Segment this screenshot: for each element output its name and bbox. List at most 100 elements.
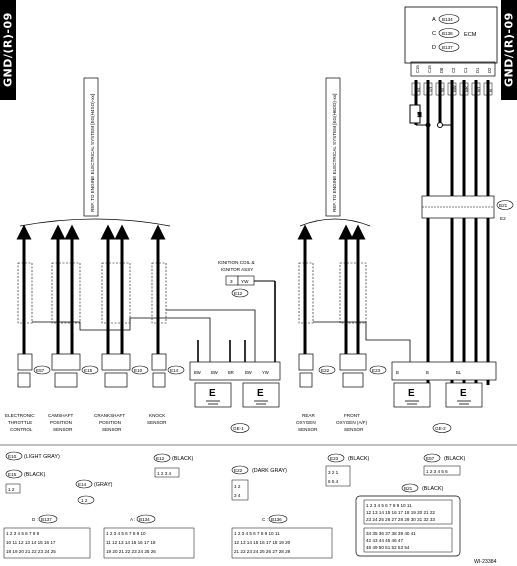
sensor-e22-line3: SENSOR (298, 427, 318, 432)
sensor-e14-line1: KNOCK (149, 413, 166, 418)
svg-text:19 20 21 22 23 24 25 26: 19 20 21 22 23 24 25 26 (106, 549, 156, 554)
ground-wire-label: B (396, 370, 399, 375)
ground-wire-label: YW (262, 370, 269, 375)
svg-text:1 2 3 4 5 6 7 8 9 10: 1 2 3 4 5 6 7 8 9 10 (106, 531, 146, 536)
sensor-names: ELECTRONIC THROTTLE CONTROL CAMSHAFT POS… (5, 413, 368, 432)
svg-text:42 43 44 45 46 47: 42 43 44 45 46 47 (366, 538, 403, 543)
legend-b21-id: B21 (404, 486, 413, 491)
sensor-e15-line3: SENSOR (53, 427, 73, 432)
svg-text:3 2 1: 3 2 1 (328, 470, 339, 475)
legend-e23-id: E23 (330, 456, 339, 461)
ecm-row-c-conn: B136 (442, 31, 453, 36)
svg-text:3 4: 3 4 (234, 493, 241, 498)
ecm-wire-color: B (488, 89, 493, 92)
sensor-e10-line2: POSITION (99, 420, 121, 425)
svg-text:34 35 36 37 38 39 40 41: 34 35 36 37 38 39 40 41 (366, 531, 416, 536)
ground-wire-label: B (426, 370, 429, 375)
ecm-row-d-conn: B137 (442, 45, 453, 50)
sensor-e22-id: E22 (321, 368, 330, 373)
left-sensor-wires (16, 224, 366, 356)
svg-text:1 2: 1 2 (8, 487, 15, 492)
ecm-row-d-letter: D (432, 45, 436, 51)
ignition-coil-block: IGNITION COIL & IGNITOR ASSY 3 YW E12 (218, 260, 276, 365)
svg-text:E: E (209, 388, 216, 399)
sensor-e10-id: E10 (134, 368, 143, 373)
svg-text:MI: MI (417, 112, 422, 117)
b21-label: B21 (499, 203, 508, 208)
legend-a-id: B134 (139, 517, 150, 522)
legend-e14-id: E14 (78, 482, 87, 487)
svg-text:18 19 20 21 22 23 24 25: 18 19 20 21 22 23 24 25 (6, 549, 56, 554)
ecm-title: ECM (464, 32, 477, 38)
legend-d-letter: D : (32, 517, 38, 522)
sensor-e10-line3: SENSOR (102, 427, 122, 432)
ecm-row-a-conn: B134 (442, 17, 453, 22)
sensor-e57-line3: CONTROL (10, 427, 33, 432)
connector-legend: E10 (LIGHT GRAY) E15 (BLACK) 1 2 E14 (GR… (3, 451, 497, 565)
ignition-label-2: IGNITOR ASSY (221, 267, 253, 272)
ref-box-right: REF. TO ENGINE ELECTRICAL SYSTEM [EG(H6D… (325, 77, 341, 217)
svg-text:1 2 3 4 5 6 7 8 9: 1 2 3 4 5 6 7 8 9 (6, 531, 40, 536)
ecm-pin-c2: C2 (451, 67, 456, 73)
ecm-pin-d2: D2 (487, 67, 492, 73)
ecm-row-c-letter: C (432, 31, 436, 37)
ground-wire-label: BW (211, 370, 218, 375)
ecm-wire-color: BY (476, 86, 481, 92)
ecm-wire-color: BW (452, 85, 457, 92)
svg-text:10 11 12 13 14 15 16 17: 10 11 12 13 14 15 16 17 (6, 540, 56, 545)
ge1-wires (197, 340, 246, 365)
sensor-e23-id: E23 (372, 368, 381, 373)
svg-text:1 2 3 4 5 6 7 8 9 10 11: 1 2 3 4 5 6 7 8 9 10 11 (234, 531, 280, 536)
ecm-aux-wires: MI (409, 104, 452, 128)
sensor-e57-line2: THROTTLE (8, 420, 32, 425)
legend-e15-id: E15 (8, 472, 17, 477)
sensor-e57-line1: ELECTRONIC (5, 413, 35, 418)
figure-id: WI-23384 (474, 559, 497, 565)
ref-box-left-text: REF. TO ENGINE ELECTRICAL SYSTEM [EG(H4S… (90, 94, 95, 212)
ecm-row-a-letter: A (432, 17, 436, 23)
legend-e57-color: (BLACK) (444, 456, 465, 462)
ecm-wire-color: BL (416, 86, 421, 92)
bracket-right (299, 218, 371, 227)
ground-wire-label: BR (228, 370, 234, 375)
ref-box-right-text: REF. TO ENGINE ELECTRICAL SYSTEM [EG(H6D… (332, 94, 337, 212)
sensor-e23-line2: OXYGEN (A/F) (336, 420, 368, 425)
ground-wire-label: BL (456, 370, 462, 375)
ecm-pin-c1: C1 (463, 67, 468, 73)
ignition-label-1: IGNITION COIL & (218, 260, 255, 265)
sensor-e14-line2: SENSOR (147, 420, 167, 425)
sensor-e15-id: E15 (84, 368, 93, 373)
ecm-wire-color: BR (464, 86, 469, 92)
ignition-pin: 3 (230, 279, 233, 284)
svg-text:E: E (460, 388, 467, 399)
sensor-e10-line1: CRANKSHAFT (94, 413, 125, 418)
svg-text:E: E (408, 388, 415, 399)
b21-connector-band: B21 E2 (421, 195, 514, 221)
svg-text:6 5 4: 6 5 4 (328, 479, 339, 484)
ignition-wire: YW (241, 279, 249, 284)
svg-text:1 2: 1 2 (234, 484, 241, 489)
b21-sub-label: E2 (500, 216, 506, 221)
svg-text:E: E (257, 388, 264, 399)
sensor-e15-line1: CAMSHAFT (48, 413, 73, 418)
legend-a-letter: A : (130, 517, 135, 522)
legend-e10-color: (LIGHT GRAY) (24, 454, 60, 460)
ecm-block: A B134 C B136 D B137 ECM (404, 6, 498, 77)
svg-text:12 13 14 15 16 17 18 19 20 21: 12 13 14 15 16 17 18 19 20 21 22 (366, 510, 435, 515)
ref-box-left: REF. TO ENGINE ELECTRICAL SYSTEM [EG(H4S… (83, 77, 99, 217)
svg-text:1 2 3 4 5 6: 1 2 3 4 5 6 (426, 469, 448, 474)
shield-boxes (17, 262, 367, 324)
svg-text:1 2 3 4: 1 2 3 4 (157, 471, 171, 476)
sensor-e15-line2: POSITION (50, 420, 72, 425)
svg-text:21 22 23 24 25 26 27 28 29: 21 22 23 24 25 26 27 28 29 (234, 549, 291, 554)
legend-e22-id: E22 (234, 468, 243, 473)
legend-c-letter: C : (262, 517, 268, 522)
legend-d-id: B137 (41, 517, 52, 522)
ground-wire-label: BW (194, 370, 201, 375)
legend-e12-id: E12 (156, 456, 165, 461)
sensor-e14-id: E14 (170, 368, 179, 373)
legend-e22-color: (DARK GRAY) (252, 468, 287, 474)
ecm-pin-c15: C15 (427, 65, 432, 73)
